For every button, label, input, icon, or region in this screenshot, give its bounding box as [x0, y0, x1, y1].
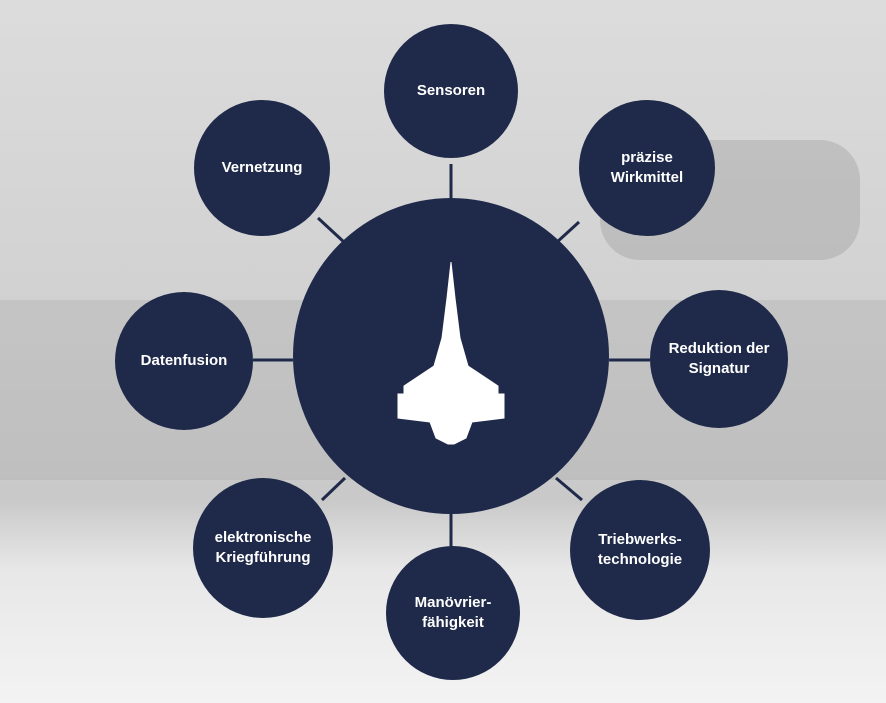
node-label: Vernetzung	[221, 159, 303, 176]
node-praezise-wirkmittel: präzise Wirkmittel	[579, 100, 715, 236]
fighter-jet-icon	[397, 261, 505, 445]
node-label: Triebwerks- technologie	[597, 531, 683, 568]
node-datenfusion: Datenfusion	[115, 292, 253, 430]
node-label: präzise Wirkmittel	[610, 149, 684, 186]
node-reduktion-signatur: Reduktion der Signatur	[650, 290, 788, 428]
node-triebwerkstechnologie: Triebwerks- technologie	[570, 480, 710, 620]
node-label: Sensoren	[416, 82, 486, 99]
node-label: Reduktion der Signatur	[668, 340, 770, 377]
node-manoevrierfaehigkeit: Manövrier- fähigkeit	[386, 546, 520, 680]
node-label: elektronische Kriegführung	[214, 529, 312, 566]
node-label: Datenfusion	[140, 352, 228, 369]
node-elektronische-kriegfuehrung: elektronische Kriegführung	[193, 478, 333, 618]
node-sensoren: Sensoren	[384, 24, 518, 158]
node-label: Manövrier- fähigkeit	[414, 594, 492, 631]
node-vernetzung: Vernetzung	[194, 100, 330, 236]
